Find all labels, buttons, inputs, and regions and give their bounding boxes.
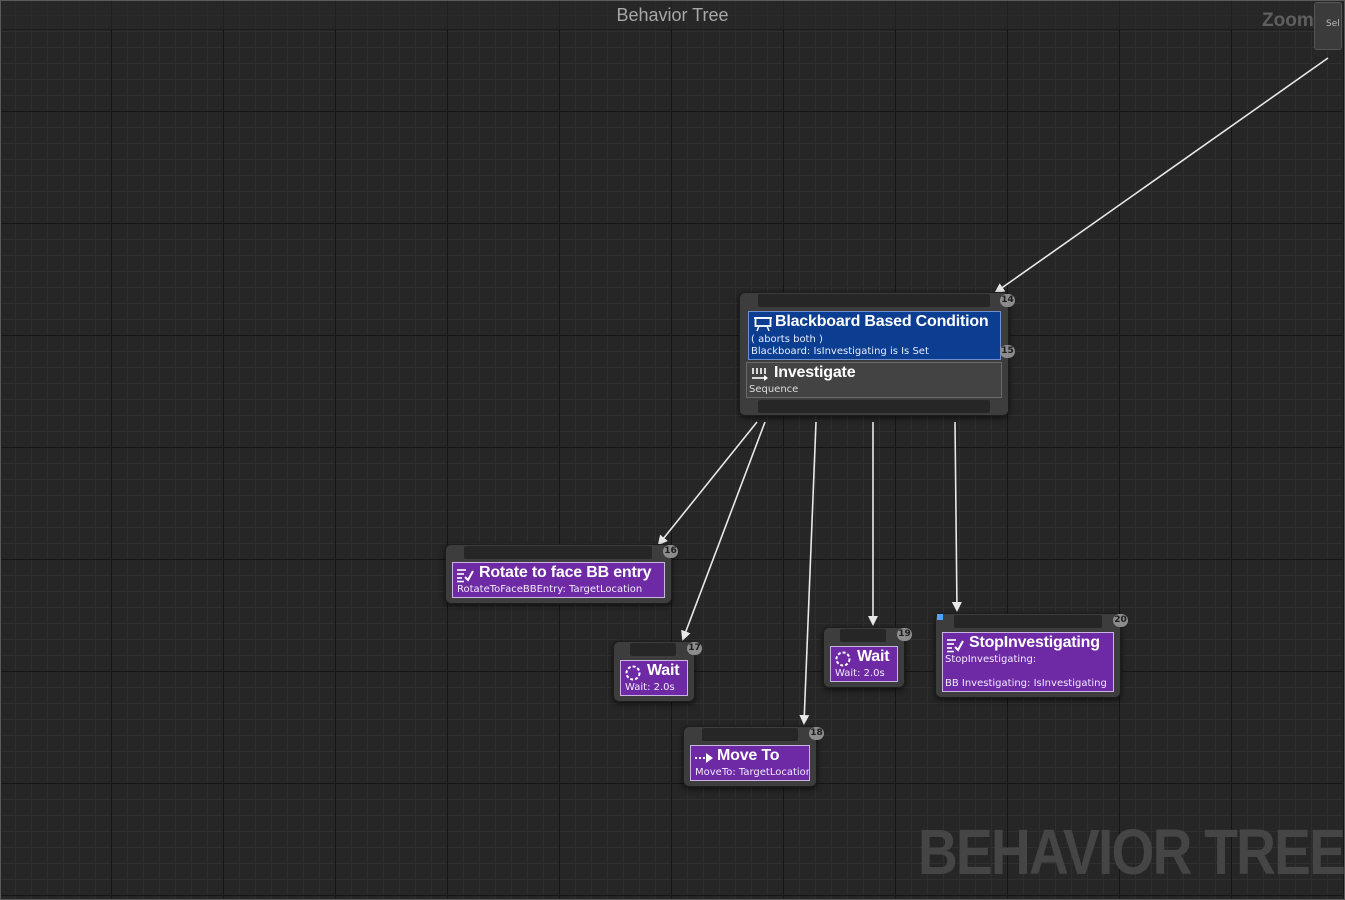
task-title: Rotate to face BB entry [479, 564, 652, 581]
task-subtitle: StopInvestigating: [945, 654, 1037, 665]
task-subtitle: RotateToFaceBBEntry: TargetLocation [457, 584, 643, 595]
composite-title: Investigate [774, 364, 856, 381]
task-title: Wait [647, 662, 680, 679]
task-icon [456, 567, 474, 583]
execution-index-badge: 19 [897, 628, 912, 641]
decorator-condition: Blackboard: IsInvestigating is Is Set [751, 346, 929, 357]
graph-title: Behavior Tree [616, 5, 729, 25]
composite-type: Sequence [749, 384, 799, 395]
task-subtitle: Wait: 2.0s [625, 682, 675, 693]
blackboard-condition-decorator[interactable]: Blackboard Based Condition ( aborts both… [748, 311, 1001, 360]
stop-investigating-task-node[interactable]: 20 StopInvestigating StopInvestigating: … [935, 613, 1128, 698]
move-to-task-node[interactable]: 18 Move To MoveTo: TargetLocation [683, 726, 824, 787]
behavior-tree-watermark: BEHAVIOR TREE [918, 816, 1345, 888]
wait-task-card-1[interactable]: Wait Wait: 2.0s [620, 660, 688, 696]
task-subtitle: Wait: 2.0s [835, 668, 885, 679]
decorator-title: Blackboard Based Condition [775, 313, 989, 330]
wait-task-node-1[interactable]: 17 Wait Wait: 2.0s [613, 641, 702, 702]
investigate-composite[interactable]: Investigate Sequence [746, 362, 1002, 398]
rotate-task-node[interactable]: 16 Rotate to face BB entry RotateToFaceB… [445, 544, 678, 604]
decorator-abort-mode: ( aborts both ) [751, 334, 823, 345]
output-pin[interactable] [758, 400, 990, 413]
investigate-sequence-node[interactable]: 14 Blackboard Based Condition ( aborts b… [739, 292, 1015, 416]
task-icon [946, 637, 964, 653]
moveto-icon [694, 750, 713, 766]
wait-task-card-2[interactable]: Wait Wait: 2.0s [830, 646, 898, 682]
blackboard-icon [754, 316, 772, 332]
input-pin[interactable] [840, 629, 886, 642]
move-to-task-card[interactable]: Move To MoveTo: TargetLocation [690, 745, 810, 781]
breakpoint-marker[interactable] [937, 614, 943, 620]
input-pin[interactable] [702, 728, 798, 741]
execution-index-badge: 17 [687, 642, 702, 655]
sequence-icon [751, 366, 769, 382]
input-pin[interactable] [758, 294, 990, 307]
input-pin[interactable] [464, 546, 652, 559]
stop-investigating-task-card[interactable]: StopInvestigating StopInvestigating: BB … [942, 632, 1114, 692]
corner-label: Sel [1326, 19, 1340, 29]
wait-icon [834, 651, 852, 667]
task-subtitle: MoveTo: TargetLocation [695, 767, 810, 778]
zoom-label: Zoom [1262, 10, 1314, 31]
execution-index-badge: 16 [663, 545, 678, 558]
rotate-task-card[interactable]: Rotate to face BB entry RotateToFaceBBEn… [452, 562, 665, 598]
graph-title-bar: Behavior Tree [0, 0, 1345, 30]
execution-index-badge: 18 [809, 727, 824, 740]
task-blackboard-key: BB Investigating: IsInvestigating [945, 678, 1107, 689]
task-title: Wait [857, 648, 890, 665]
task-title: StopInvestigating [969, 634, 1100, 651]
wait-icon [624, 665, 642, 681]
task-title: Move To [717, 747, 780, 764]
input-pin[interactable] [954, 615, 1102, 628]
execution-index-badge: 14 [1000, 294, 1015, 307]
decorator-index-badge: 15 [1000, 345, 1015, 358]
execution-index-badge: 20 [1113, 614, 1128, 627]
input-pin[interactable] [630, 643, 676, 656]
corner-menu-button[interactable]: Sel [1314, 2, 1342, 50]
wait-task-node-2[interactable]: 19 Wait Wait: 2.0s [823, 627, 912, 688]
